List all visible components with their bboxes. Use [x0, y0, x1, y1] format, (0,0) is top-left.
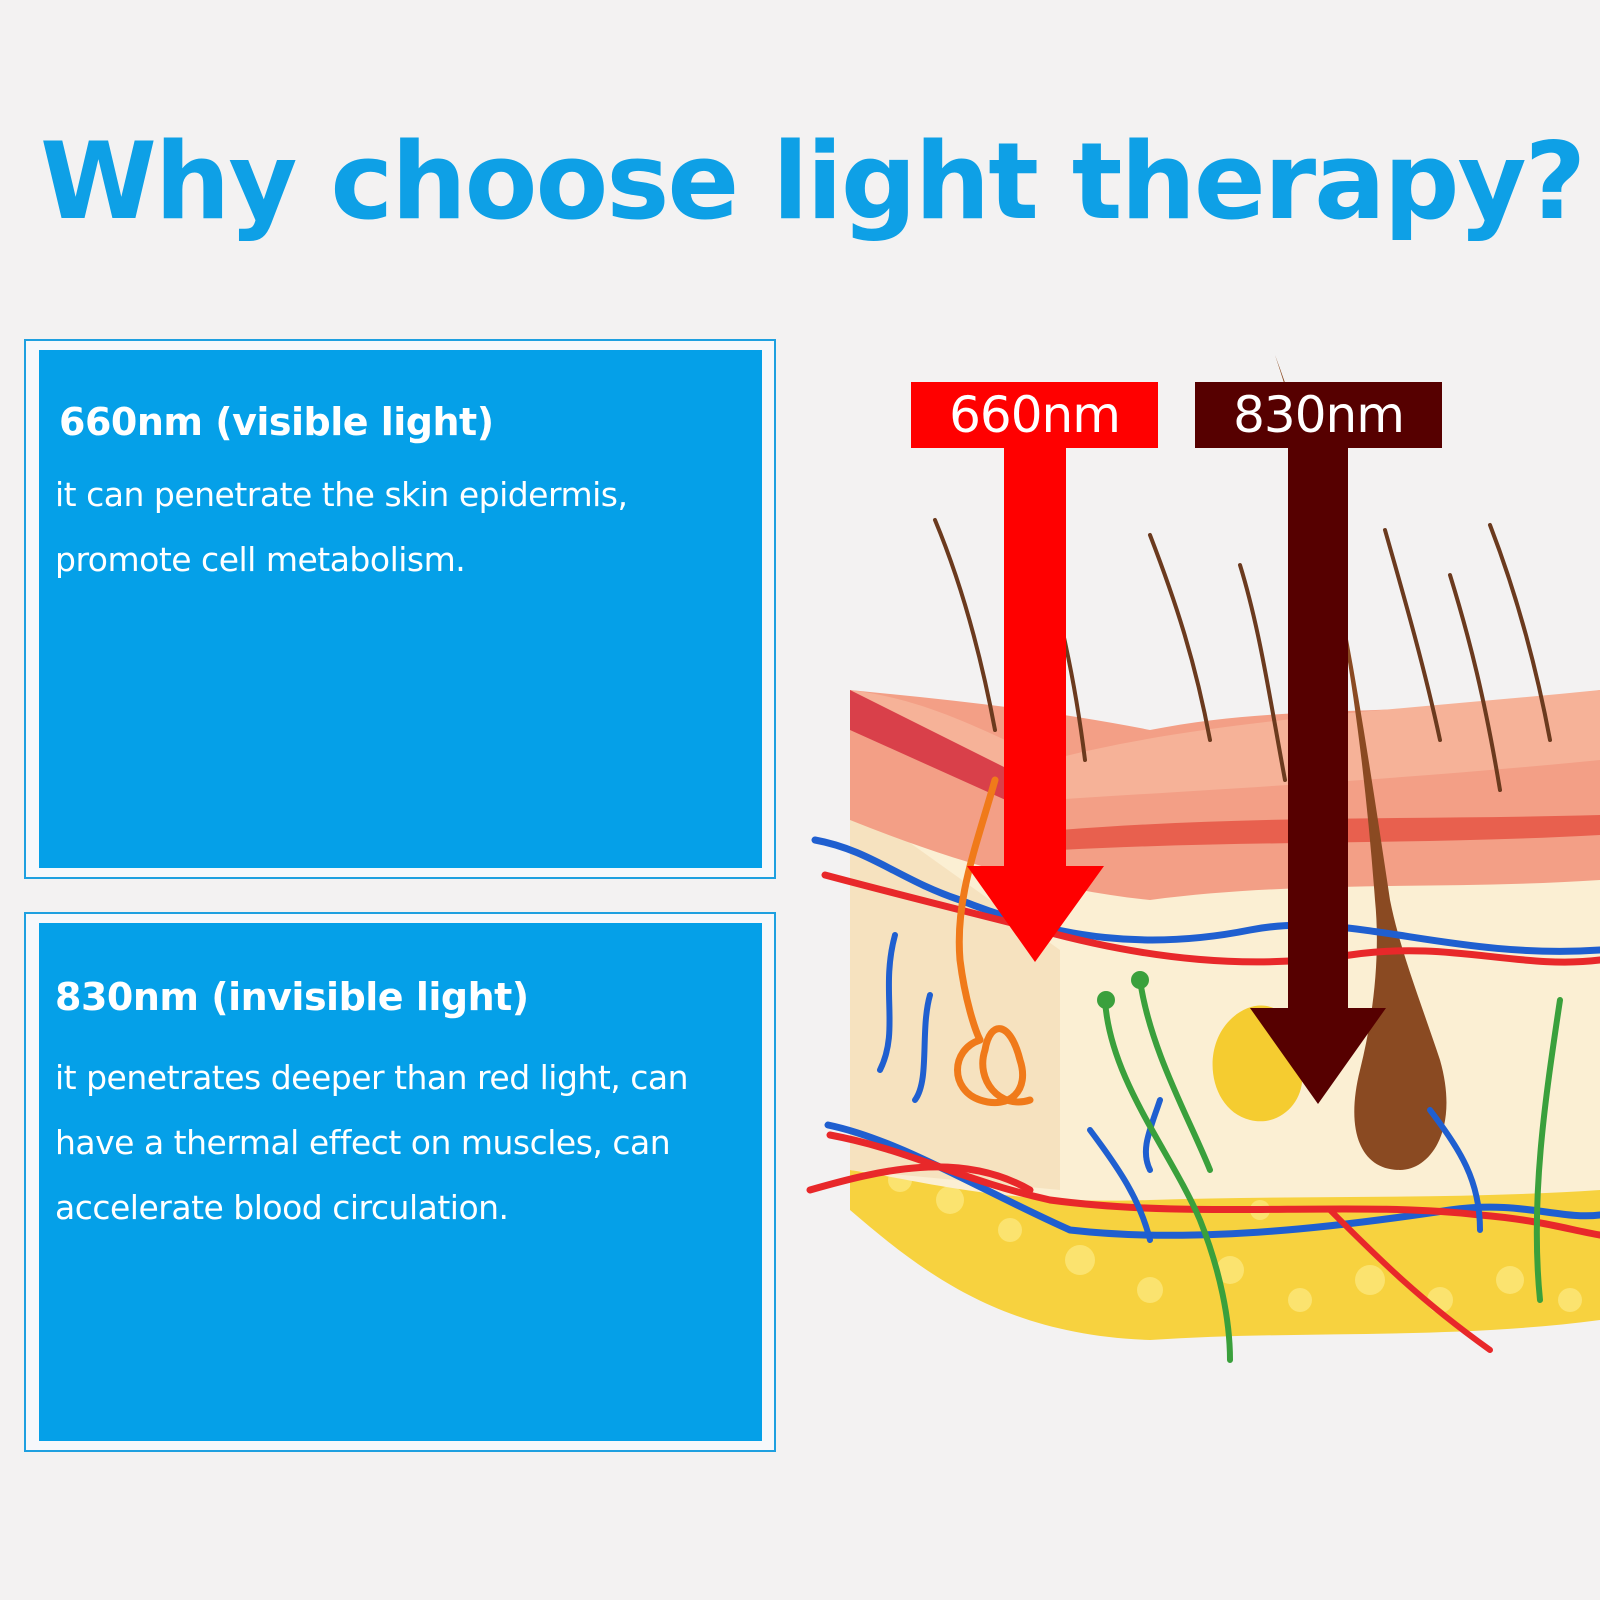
page-title: Why choose light therapy?	[40, 120, 1586, 243]
label-830nm-bg	[1195, 382, 1442, 448]
card-830nm-body: it penetrates deeper than red light, can…	[55, 1058, 689, 1227]
card-830nm-heading: 830nm (invisible light)	[55, 975, 529, 1019]
arrow-830nm-shaft	[1288, 446, 1348, 1008]
blood-vessels	[806, 836, 1600, 1353]
label-660nm-bg	[911, 382, 1158, 448]
nerve-end	[1097, 991, 1115, 1009]
wavelength-label-830nm: 830nm	[1233, 386, 1405, 444]
fat-cells	[888, 1168, 1582, 1313]
wavelength-label-660nm: 660nm	[949, 386, 1121, 444]
card-830nm: 830nm (invisible light) it penetrates de…	[24, 912, 776, 1452]
arrow-660nm-head	[967, 866, 1104, 962]
epidermis-edge	[850, 690, 1050, 820]
nerve-end	[1131, 971, 1149, 989]
card-660nm: 660nm (visible light) it can penetrate t…	[24, 339, 776, 879]
hair-follicle	[1275, 355, 1447, 1170]
card-660nm-body: it can penetrate the skin epidermis, pro…	[55, 475, 628, 579]
arrow-660nm-shaft	[1004, 446, 1066, 866]
sweat-gland	[954, 776, 1034, 1107]
nerves	[1102, 977, 1563, 1363]
card-660nm-panel: 660nm (visible light) it can penetrate t…	[39, 350, 762, 868]
card-830nm-panel: 830nm (invisible light) it penetrates de…	[39, 923, 762, 1441]
card-660nm-heading: 660nm (visible light)	[59, 400, 494, 444]
skin-cross-section-illustration	[806, 355, 1600, 1363]
arrow-830nm-head	[1250, 1008, 1386, 1104]
